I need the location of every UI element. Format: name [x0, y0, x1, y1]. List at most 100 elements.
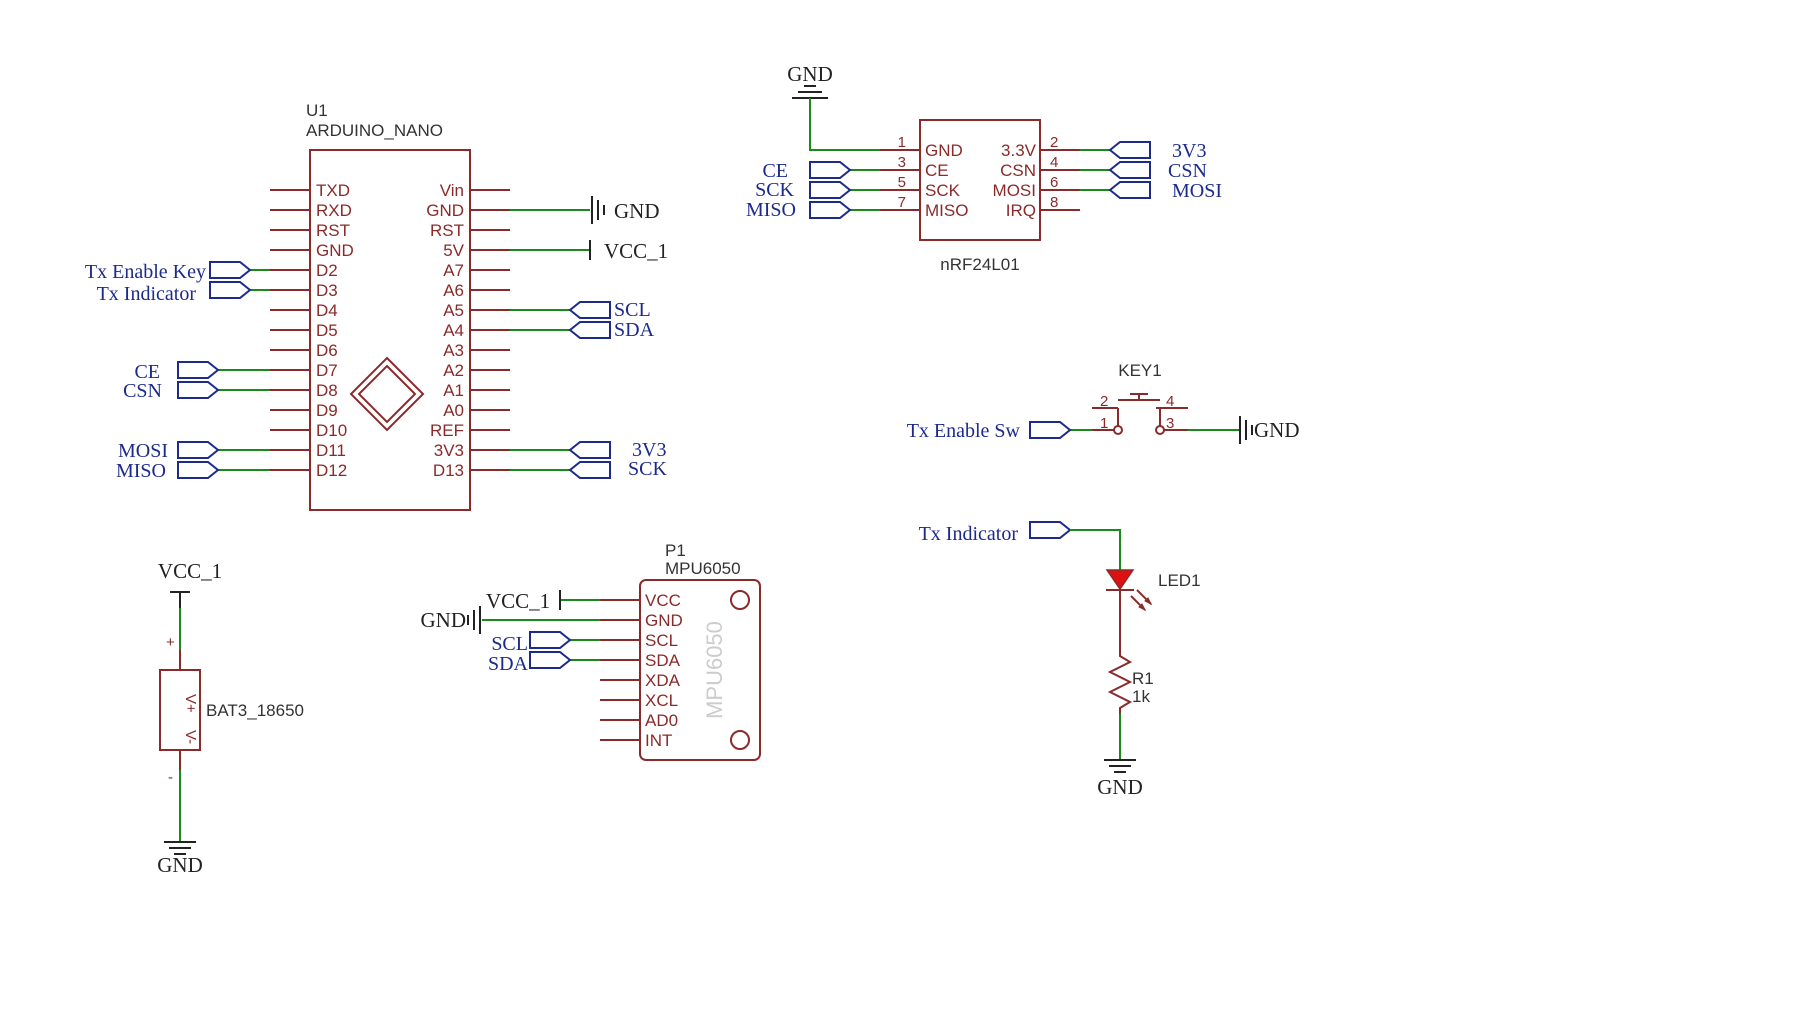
net-flag-tx-indicator[interactable]: Tx Indicator	[97, 281, 252, 305]
nrf-pin-number: 6	[1050, 174, 1058, 191]
arduino-pin-label: D6	[316, 341, 338, 360]
nrf-net-mosi: MOSI	[1172, 180, 1222, 202]
arduino-pin-label: D5	[316, 321, 338, 340]
arduino-name: ARDUINO_NANO	[306, 121, 443, 140]
net-flag-csn[interactable]: CSN	[123, 380, 220, 402]
nrf-pin-label: CE	[925, 161, 949, 180]
net-flag-sda-mpu[interactable]: SDA	[488, 651, 572, 675]
net-flag-ce-nrf[interactable]: CE	[762, 160, 852, 182]
arduino-logo-inner	[357, 364, 417, 424]
net-flag-sda-arduino[interactable]: SDA	[568, 319, 655, 341]
arduino-vcc-symbol: VCC_1	[589, 239, 668, 263]
net-flag-miso[interactable]: MISO	[116, 460, 220, 482]
net-flag-tx-enable-key[interactable]: Tx Enable Key	[85, 261, 252, 283]
arduino-pin-label: D4	[316, 301, 338, 320]
mpu-gnd-label: GND	[421, 608, 467, 632]
net-label-tx-enable-key: Tx Enable Key	[85, 261, 206, 283]
nrf-name: nRF24L01	[940, 255, 1019, 274]
led-ref: LED1	[1158, 571, 1201, 590]
arduino-pin-label: A4	[443, 321, 464, 340]
net-flag-scl-arduino[interactable]: SCL	[568, 299, 651, 321]
arduino-pin-label: Vin	[440, 181, 464, 200]
net-label-miso: MISO	[116, 460, 166, 482]
arduino-pin-label: D9	[316, 401, 338, 420]
mpu-hole-bottom	[730, 730, 750, 750]
mpu-net-scl: SCL	[491, 633, 528, 655]
mpu-name: MPU6050	[665, 559, 741, 578]
arduino-pin-label: D8	[316, 381, 338, 400]
net-flag-ce[interactable]: CE	[134, 361, 220, 383]
nrf-pin-number: 8	[1050, 194, 1058, 211]
resistor-value: 1k	[1132, 687, 1150, 706]
net-flag-tx-enable-sw[interactable]: Tx Enable Sw	[907, 420, 1072, 442]
arduino-pin-label: 3V3	[434, 441, 464, 460]
arduino-pin-label: D7	[316, 361, 338, 380]
key-pin4: 4	[1166, 393, 1174, 410]
nrf-gnd-label: GND	[787, 62, 833, 86]
mpu6050-module[interactable]: P1 MPU6050 MPU6050 VCCGNDSCLSDAXDAXCLAD0…	[600, 541, 761, 761]
mpu-pin-label: INT	[645, 731, 672, 750]
mpu-net-sda: SDA	[488, 653, 529, 675]
battery-name: BAT3_18650	[206, 701, 304, 720]
net-flag-tx-indicator-led[interactable]: Tx Indicator	[919, 521, 1072, 545]
nrf-pin-number: 4	[1050, 154, 1058, 171]
net-flag-miso-nrf[interactable]: MISO	[746, 199, 852, 221]
arduino-pin-label: A1	[443, 381, 464, 400]
battery-vplus: V+	[182, 694, 199, 713]
bat-gnd-label: GND	[157, 853, 203, 877]
mpu-pin-label: XDA	[645, 671, 681, 690]
net-flag-csn-nrf[interactable]: CSN	[1108, 160, 1207, 182]
arduino-pin-label: D12	[316, 461, 347, 480]
key-pin2: 2	[1100, 393, 1108, 410]
led-triangle-icon	[1105, 569, 1135, 591]
resistor-r1[interactable]: R1 1k	[1107, 650, 1154, 714]
key-pin3: 3	[1166, 415, 1174, 432]
mpu-gnd-symbol: GND	[421, 606, 481, 634]
nrf-net-ce: CE	[762, 160, 788, 182]
arduino-pin-label: A0	[443, 401, 464, 420]
nrf-pin-label: SCK	[925, 181, 961, 200]
mpu-pin-label: SCL	[645, 631, 678, 650]
nrf-pin-label: CSN	[1000, 161, 1036, 180]
bat-vcc-label: VCC_1	[158, 559, 222, 583]
net-flag-3v3-nrf[interactable]: 3V3	[1108, 140, 1206, 162]
resistor-zigzag-icon	[1107, 650, 1133, 714]
led-gnd-label: GND	[1097, 775, 1143, 799]
arduino-ref: U1	[306, 101, 328, 120]
nrf-pin-label: GND	[925, 141, 963, 160]
bat-gnd-symbol: GND	[157, 841, 203, 877]
net-flag-3v3-arduino[interactable]: 3V3	[568, 439, 666, 461]
arduino-pin-label: A7	[443, 261, 464, 280]
led1[interactable]: LED1	[1105, 569, 1201, 650]
net-flag-scl-mpu[interactable]: SCL	[491, 631, 572, 655]
led-net-tx-indicator: Tx Indicator	[919, 523, 1019, 545]
net-flag-mosi[interactable]: MOSI	[118, 440, 220, 462]
battery-vminus: V-	[182, 730, 199, 744]
net-flag-sck-arduino[interactable]: SCK	[568, 458, 667, 480]
arduino-gnd-symbol: GND	[591, 196, 660, 224]
nrf-net-miso: MISO	[746, 199, 796, 221]
arduino-pin-label: 5V	[443, 241, 464, 260]
nrf-pin-number: 5	[898, 174, 906, 191]
led-gnd-symbol: GND	[1097, 759, 1143, 799]
mpu-body	[639, 579, 761, 761]
arduino-nano-u1[interactable]: U1 ARDUINO_NANO TXDRXDRSTGNDD2D3D4D5D6D7…	[270, 101, 510, 511]
battery-18650[interactable]: + - V+ V- BAT3_18650	[159, 634, 304, 786]
nrf-pin-number: 3	[898, 154, 906, 171]
nrf-pin-label: MOSI	[993, 181, 1036, 200]
nrf-pin-label: IRQ	[1006, 201, 1036, 220]
key1-switch[interactable]: KEY1 2 4 1 3	[1092, 361, 1188, 435]
mpu-pin-label: AD0	[645, 711, 678, 730]
resistor-ref: R1	[1132, 669, 1154, 688]
net-label-scl: SCL	[614, 299, 651, 321]
key-pin1: 1	[1100, 415, 1108, 432]
arduino-pin-label: GND	[426, 201, 464, 220]
net-flag-sck-nrf[interactable]: SCK	[755, 179, 852, 201]
mpu-watermark: MPU6050	[702, 621, 727, 719]
arduino-pin-label: REF	[430, 421, 464, 440]
mpu-vcc-label: VCC_1	[486, 589, 550, 613]
net-flag-mosi-nrf[interactable]: MOSI	[1108, 180, 1222, 202]
battery-minus: -	[168, 769, 173, 786]
